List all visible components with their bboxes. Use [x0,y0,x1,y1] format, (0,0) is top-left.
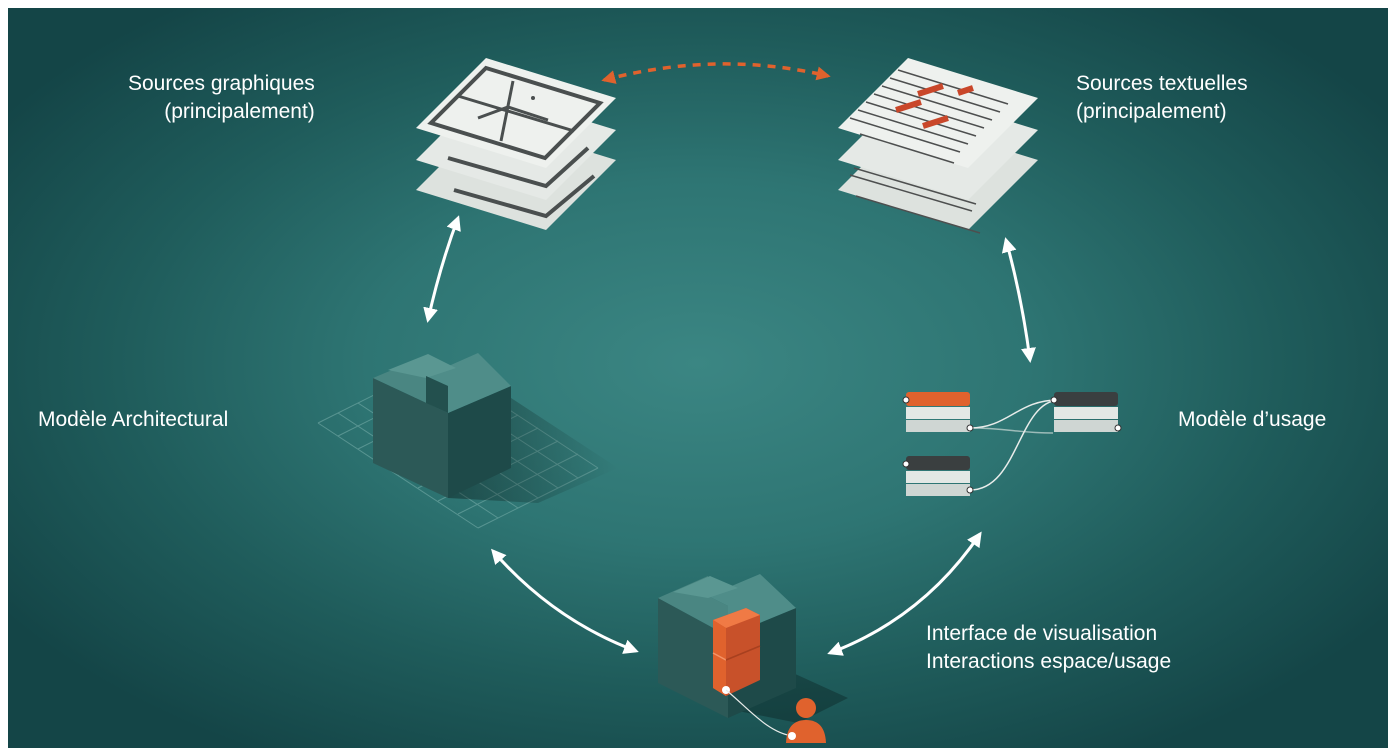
label-text-sources-line2: (principalement) [1076,100,1227,123]
architectural-block-icon [317,353,618,529]
person-icon [786,698,826,743]
arrow-usage-interface [827,531,982,656]
graphic-document-stack-icon [416,58,616,230]
arrow-architectural-interface [491,548,639,654]
arrow-text-usage [1001,237,1036,363]
label-interface: Interface de visualisation Interactions … [926,620,1171,676]
label-graphic-sources-line2: (principalement) [164,100,315,123]
label-usage-model: Modèle d’usage [1178,408,1327,431]
diagram-canvas: Sources graphiques (principalement) Sour… [8,8,1388,748]
cycle-diagram [317,58,1122,743]
label-text-sources-line1: Sources textuelles [1076,72,1248,95]
label-architectural-model: Modèle Architectural [38,408,229,431]
arrow-graphic-architectural [423,215,461,323]
usage-node-graph-icon [902,392,1122,496]
sources-link-arrow [601,62,831,84]
label-interface-line2: Interactions espace/usage [926,650,1172,673]
label-graphic-sources-line1: Sources graphiques [128,72,315,95]
label-interface-line1: Interface de visualisation [926,622,1158,645]
label-graphic-sources: Sources graphiques (principalement) [128,70,315,126]
interface-block-icon [658,574,848,737]
label-text-sources: Sources textuelles (principalement) [1076,70,1248,126]
text-document-stack-icon [838,58,1038,234]
